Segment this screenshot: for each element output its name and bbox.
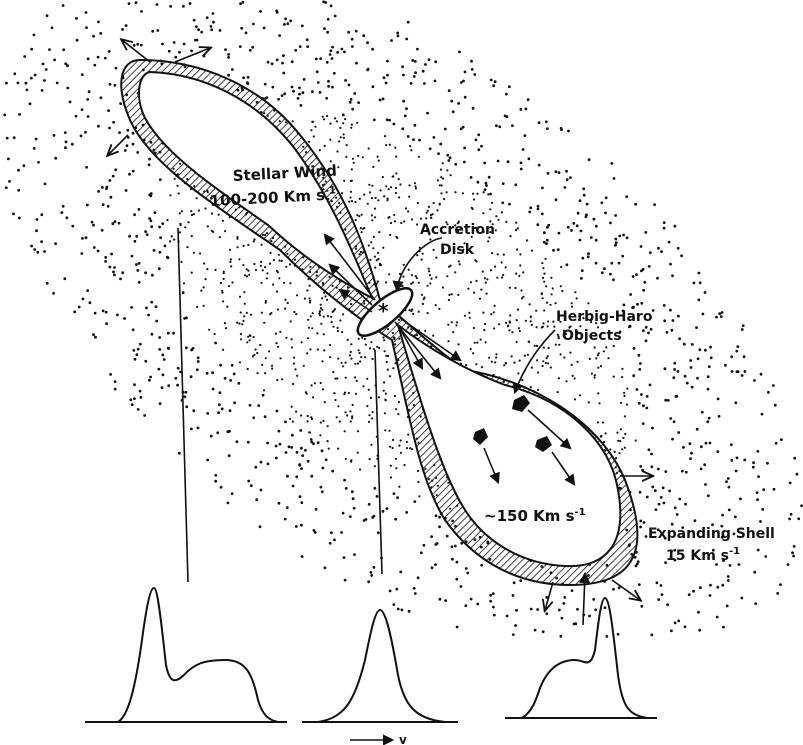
svg-text:*: * (378, 299, 389, 323)
label-jet-speed: ~150 Km s-1 (484, 507, 586, 525)
label-objects: Objects (562, 328, 622, 344)
profile-left (118, 588, 278, 722)
label-expanding-shell: Expanding Shell (648, 526, 775, 542)
profile-center (318, 610, 445, 722)
label-accretion: Accretion (420, 222, 495, 238)
label-shell-speed: 15 Km s-1 (666, 546, 740, 564)
velocity-axis: v (350, 733, 407, 745)
label-herbig-haro: Herbig-Haro (556, 309, 653, 325)
profile-right (522, 598, 648, 718)
line-profiles (85, 588, 657, 722)
label-disk: Disk (440, 242, 475, 258)
svg-text:v: v (399, 733, 407, 745)
